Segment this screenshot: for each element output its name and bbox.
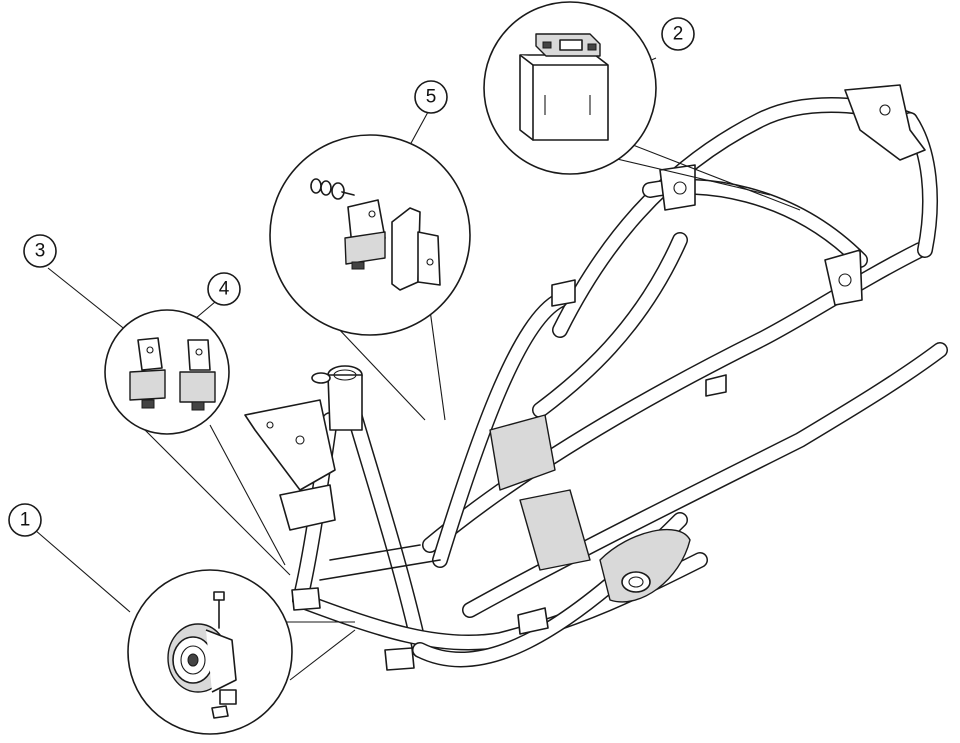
svg-text:2: 2 xyxy=(673,24,684,45)
svg-text:3: 3 xyxy=(35,241,46,262)
detail-battery xyxy=(483,1,657,175)
svg-text:4: 4 xyxy=(219,279,230,300)
callout-2: 2 xyxy=(661,17,695,51)
scooter-frame xyxy=(244,84,948,671)
detail-bracket xyxy=(269,134,471,336)
callout-4: 4 xyxy=(207,272,241,306)
bracket-mount-icon xyxy=(344,199,386,270)
svg-text:1: 1 xyxy=(20,510,31,531)
washer-bolt-icon xyxy=(310,178,355,200)
horn-icon xyxy=(167,623,237,705)
rubber-mount-left-icon xyxy=(129,337,166,409)
detail-horn xyxy=(127,569,293,735)
bolt-icon xyxy=(213,591,225,629)
frame-bracket-icon xyxy=(391,207,441,291)
callout-5: 5 xyxy=(414,80,448,114)
detail-mounts xyxy=(104,309,230,435)
callout-1: 1 xyxy=(8,503,42,537)
rubber-mount-right-icon xyxy=(179,339,216,411)
svg-text:5: 5 xyxy=(426,87,437,108)
nut-icon xyxy=(211,705,229,719)
battery-icon xyxy=(519,33,609,141)
callout-3: 3 xyxy=(23,234,57,268)
leader-lines xyxy=(34,57,801,681)
